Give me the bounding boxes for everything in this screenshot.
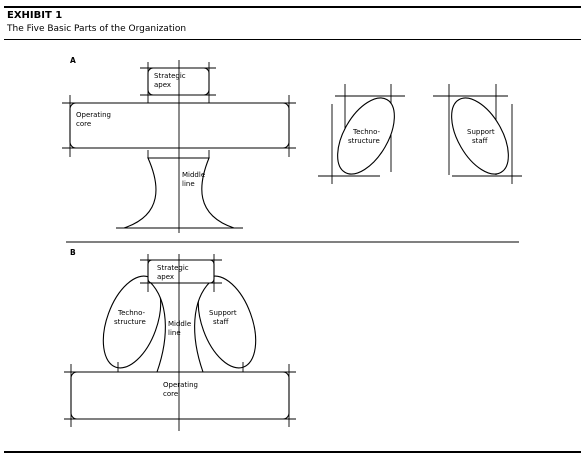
panel-a-support-staff: Support staff	[433, 84, 522, 184]
panel-a-middle-line: Middle line	[116, 150, 243, 229]
b-middle-line-label-line-1: Middle	[168, 320, 191, 328]
panel-b-support-staff: Support staff	[197, 275, 257, 378]
b-operating-core-label-line-1: Operating	[163, 381, 198, 389]
middle-line-label-line-2: line	[182, 180, 195, 188]
b-operating-core-label-line-2: core	[163, 390, 178, 398]
panel-b-label: B	[70, 248, 76, 257]
panel-a-label: A	[70, 56, 76, 65]
b-technostructure-label-line-1: Techno-	[117, 309, 146, 317]
support-staff-label-line-2: staff	[472, 137, 488, 145]
operating-core-label-line-1: Operating	[76, 111, 111, 119]
top-rule	[4, 6, 581, 8]
technostructure-label-line-2: structure	[348, 137, 380, 145]
panel-b-operating-core: Operating core	[64, 364, 296, 427]
strategic-apex-label-line-1: Strategic	[154, 72, 186, 80]
header-rule	[4, 39, 581, 40]
panel-b-technostructure: Techno- structure	[102, 275, 162, 378]
panel-b-middle-line: Middle line	[148, 281, 212, 373]
support-staff-label-line-1: Support	[467, 128, 495, 136]
panel-b-strategic-apex: Strategic apex	[140, 254, 222, 292]
b-technostructure-label-line-2: structure	[114, 318, 146, 326]
operating-core-label-line-2: core	[76, 120, 91, 128]
panel-a-technostructure: Techno- structure	[318, 84, 405, 184]
bottom-rule	[4, 451, 581, 453]
b-support-staff-label-line-2: staff	[213, 318, 229, 326]
exhibit-subtitle: The Five Basic Parts of the Organization	[7, 24, 187, 34]
b-middle-line-label-line-2: line	[168, 329, 181, 337]
b-strategic-apex-label-line-2: apex	[157, 273, 174, 281]
strategic-apex-label-line-2: apex	[154, 81, 171, 89]
technostructure-label-line-1: Techno-	[352, 128, 381, 136]
exhibit-title: EXHIBIT 1	[7, 10, 63, 21]
b-support-staff-label-line-1: Support	[209, 309, 237, 317]
b-strategic-apex-label-line-1: Strategic	[157, 264, 189, 272]
panel-a-strategic-apex: Strategic apex	[140, 62, 216, 103]
middle-line-label-line-1: Middle	[182, 171, 205, 179]
